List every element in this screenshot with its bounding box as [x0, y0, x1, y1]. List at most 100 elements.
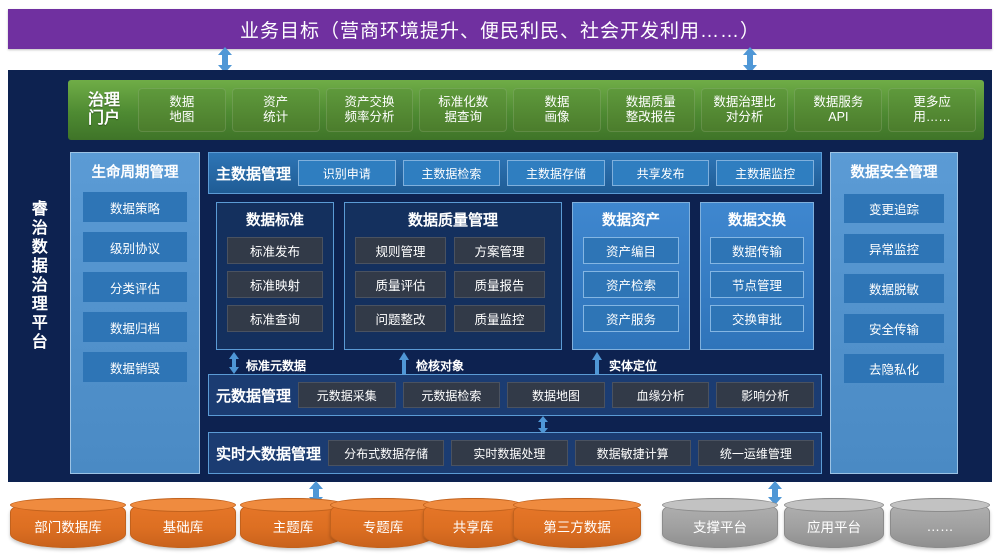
- metadata-item-label: 血缘分析: [636, 388, 685, 403]
- portal-item[interactable]: 资产交换频率分析: [325, 88, 414, 132]
- portal-item-label: 数据画像: [544, 95, 570, 124]
- security-item[interactable]: 去隐私化: [844, 354, 944, 383]
- data-exchange-item[interactable]: 数据传输: [710, 237, 804, 264]
- connector-label: 检核对象: [416, 359, 465, 373]
- portal-item-label: 数据质量整改报告: [625, 95, 676, 124]
- lifecycle-item[interactable]: 数据策略: [83, 192, 187, 222]
- source-cylinder[interactable]: 第三方数据: [513, 498, 641, 548]
- realtime-item[interactable]: 统一运维管理: [697, 440, 815, 466]
- data-quality-item[interactable]: 方案管理: [454, 237, 545, 264]
- portal-item[interactable]: 数据质量整改报告: [606, 88, 695, 132]
- data-standard-panel: 数据标准 标准发布 标准映射 标准查询: [216, 202, 334, 350]
- cylinder-top-icon: [130, 498, 236, 512]
- data-quality-panel: 数据质量管理 规则管理 方案管理 质量评估 质量报告 问题整改 质量监控: [344, 202, 562, 350]
- metadata-item[interactable]: 数据地图: [507, 382, 605, 408]
- portal-item[interactable]: 数据画像: [513, 88, 601, 132]
- realtime-item[interactable]: 分布式数据存储: [328, 440, 445, 466]
- governance-portal-title-line2: 门户: [87, 110, 120, 127]
- source-cylinder[interactable]: 共享库: [423, 498, 523, 548]
- master-data-item[interactable]: 共享发布: [611, 160, 710, 186]
- realtime-item[interactable]: 实时数据处理: [451, 440, 568, 466]
- double-arrow-icon: [228, 352, 240, 379]
- data-sources-row: 部门数据库 基础库 主题库 专题库 共享库 第三方数据 支撑平台 应用平台: [0, 498, 1000, 550]
- data-quality-item-label: 质量评估: [375, 279, 426, 293]
- source-cylinder[interactable]: 部门数据库: [10, 498, 126, 548]
- master-data-item[interactable]: 主数据监控: [716, 160, 814, 186]
- data-asset-title: 数据资产: [602, 213, 660, 229]
- governance-portal-bar: 治理 门户 数据地图 资产统计 资产交换频率分析 标准化数据查询 数据画像 数据…: [68, 80, 984, 140]
- metadata-item[interactable]: 影响分析: [716, 382, 814, 408]
- platform-cylinder[interactable]: ……: [890, 498, 990, 548]
- lifecycle-item[interactable]: 级别协议: [83, 232, 187, 262]
- portal-item[interactable]: 更多应用……: [888, 88, 977, 132]
- data-quality-item[interactable]: 质量评估: [355, 271, 446, 298]
- platform-cylinder-label: 应用平台: [807, 520, 861, 535]
- data-standard-item-label: 标准映射: [249, 279, 300, 293]
- security-item-label: 变更追踪: [868, 203, 919, 217]
- data-quality-item[interactable]: 规则管理: [355, 237, 446, 264]
- metadata-item[interactable]: 血缘分析: [611, 382, 710, 408]
- portal-item-label: 资产统计: [263, 95, 289, 124]
- data-standard-item[interactable]: 标准映射: [227, 271, 323, 298]
- portal-item[interactable]: 资产统计: [231, 88, 320, 132]
- metadata-item-label: 数据地图: [531, 388, 580, 403]
- data-asset-item-label: 资产编目: [605, 245, 656, 259]
- data-exchange-item[interactable]: 节点管理: [710, 271, 804, 298]
- platform-title: 睿治数据治理平台: [28, 200, 46, 352]
- master-data-item[interactable]: 识别申请: [298, 160, 396, 186]
- security-item[interactable]: 安全传输: [844, 314, 944, 343]
- source-cylinder[interactable]: 基础库: [130, 498, 236, 548]
- data-exchange-panel: 数据交换 数据传输 节点管理 交换审批: [700, 202, 814, 350]
- master-data-title: 主数据管理: [216, 165, 292, 183]
- arrow-banner-right: [742, 47, 758, 73]
- portal-item[interactable]: 数据地图: [138, 88, 226, 132]
- source-cylinder[interactable]: 主题库: [240, 498, 346, 548]
- business-goal-banner: 业务目标（营商环境提升、便民利民、社会开发利用……）: [8, 9, 992, 49]
- connector-label: 实体定位: [609, 359, 658, 373]
- metadata-item[interactable]: 元数据检索: [402, 382, 501, 408]
- metadata-item-label: 元数据采集: [316, 388, 377, 403]
- connector-label: 标准元数据: [246, 359, 307, 373]
- lifecycle-item[interactable]: 数据销毁: [83, 352, 187, 382]
- center-stack: 主数据管理 识别申请 主数据检索 主数据存储 共享发布 主数据监控 数据标准 标…: [208, 152, 822, 474]
- portal-item[interactable]: 标准化数据查询: [419, 88, 508, 132]
- source-cylinder[interactable]: 专题库: [330, 498, 436, 548]
- security-item[interactable]: 异常监控: [844, 234, 944, 263]
- master-data-item[interactable]: 主数据检索: [402, 160, 501, 186]
- master-data-item[interactable]: 主数据存储: [507, 160, 605, 186]
- portal-item-label: 数据治理比对分析: [713, 95, 776, 124]
- data-standard-item[interactable]: 标准查询: [227, 305, 323, 332]
- source-cylinder-label: 部门数据库: [34, 520, 102, 535]
- lifecycle-item[interactable]: 分类评估: [83, 272, 187, 302]
- security-item[interactable]: 数据脱敏: [844, 274, 944, 303]
- up-arrow-icon: [398, 352, 410, 379]
- data-security-panel: 数据安全管理 变更追踪 异常监控 数据脱敏 安全传输 去隐私化: [830, 152, 958, 474]
- data-asset-item[interactable]: 资产服务: [583, 305, 679, 332]
- realtime-item[interactable]: 数据敏捷计算: [574, 440, 691, 466]
- connector-entity-location: 实体定位: [591, 352, 657, 379]
- realtime-bigdata-row: 实时大数据管理 分布式数据存储 实时数据处理 数据敏捷计算 统一运维管理: [208, 432, 822, 474]
- data-asset-item[interactable]: 资产编目: [583, 237, 679, 264]
- data-exchange-item-label: 节点管理: [731, 279, 782, 293]
- security-item[interactable]: 变更追踪: [844, 194, 944, 223]
- data-quality-item[interactable]: 质量报告: [454, 271, 545, 298]
- platform-cylinder[interactable]: 支撑平台: [662, 498, 778, 548]
- portal-item-label: 资产交换频率分析: [344, 95, 395, 124]
- platform-cylinder[interactable]: 应用平台: [784, 498, 884, 548]
- data-exchange-title: 数据交换: [728, 213, 786, 229]
- data-asset-item[interactable]: 资产检索: [583, 271, 679, 298]
- metadata-item[interactable]: 元数据采集: [298, 382, 396, 408]
- data-quality-item[interactable]: 质量监控: [454, 305, 545, 332]
- data-standard-item[interactable]: 标准发布: [227, 237, 323, 264]
- realtime-item-label: 实时数据处理: [473, 446, 546, 461]
- lifecycle-item[interactable]: 数据归档: [83, 312, 187, 342]
- realtime-item-label: 统一运维管理: [719, 446, 792, 461]
- portal-item[interactable]: 数据治理比对分析: [700, 88, 789, 132]
- data-quality-item[interactable]: 问题整改: [355, 305, 446, 332]
- metadata-item-label: 元数据检索: [421, 388, 482, 403]
- master-data-item-label: 共享发布: [636, 166, 685, 181]
- data-exchange-item[interactable]: 交换审批: [710, 305, 804, 332]
